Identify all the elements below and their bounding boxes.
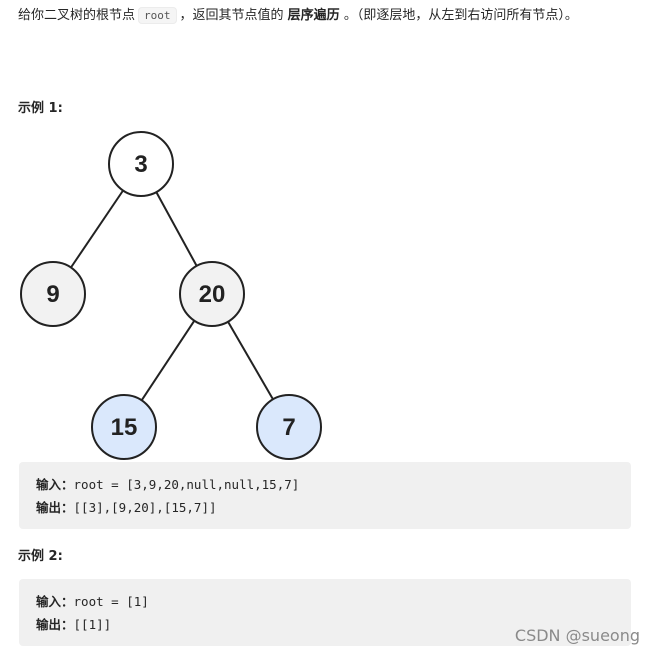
input-key: 输入：	[36, 594, 74, 609]
tree-node-circle	[179, 261, 245, 327]
example-1-code-block: 输入：root = [3,9,20,null,null,15,7] 输出：[[3…	[19, 462, 631, 529]
output-value: [[3],[9,20],[15,7]]	[73, 500, 217, 515]
intro-bold-term: 层序遍历	[287, 8, 340, 23]
input-value: root = [3,9,20,null,null,15,7]	[73, 477, 300, 492]
tree-edge-n20-n15	[140, 320, 196, 401]
example-2-input-line: 输入：root = [1]	[36, 591, 149, 610]
tree-edge-n3-n9	[70, 189, 124, 269]
intro-text-1: 给你二叉树的根节点	[18, 8, 136, 23]
tree-nodes: 3 9 20 15 7	[20, 131, 322, 460]
tree-node-circle	[256, 394, 322, 460]
tree-edge-n3-n20	[155, 191, 198, 267]
tree-node-label: 9	[46, 281, 59, 308]
input-value: root = [1]	[73, 594, 149, 609]
tree-node-label: 3	[134, 151, 147, 178]
output-key: 输出：	[36, 500, 74, 515]
tree-node-circle	[20, 261, 86, 327]
tree-node-label: 7	[282, 414, 295, 441]
tree-node-20: 20	[179, 261, 245, 327]
output-value: [[1]]	[73, 617, 112, 632]
example-1-output-line: 输出：[[3],[9,20],[15,7]]	[36, 497, 217, 516]
intro-text-3: 。（即逐层地，从左到右访问所有节点）。	[343, 8, 578, 23]
example-1-input-line: 输入：root = [3,9,20,null,null,15,7]	[36, 474, 299, 493]
tree-node-3: 3	[108, 131, 174, 197]
tree-node-label: 20	[199, 281, 226, 308]
tree-node-circle	[108, 131, 174, 197]
tree-node-9: 9	[20, 261, 86, 327]
example-2-label: 示例 2:	[18, 549, 63, 564]
input-key: 输入：	[36, 477, 74, 492]
intro-text-2: ，返回其节点值的	[179, 8, 284, 23]
watermark: CSDN @sueong	[514, 626, 640, 645]
tree-edges	[70, 189, 274, 401]
example-2-output-line: 输出：[[1]]	[36, 614, 111, 633]
tree-node-label: 15	[111, 414, 138, 441]
tree-node-7: 7	[256, 394, 322, 460]
inline-code-root: root	[138, 7, 177, 24]
binary-tree-diagram: 3 9 20 15 7	[20, 131, 322, 460]
tree-node-15: 15	[91, 394, 157, 460]
output-key: 输出：	[36, 617, 74, 632]
tree-node-circle	[91, 394, 157, 460]
example-2-code-block: 输入：root = [1] 输出：[[1]]	[19, 579, 631, 646]
tree-edge-n20-n7	[227, 321, 274, 400]
example-1-label: 示例 1:	[18, 101, 63, 116]
